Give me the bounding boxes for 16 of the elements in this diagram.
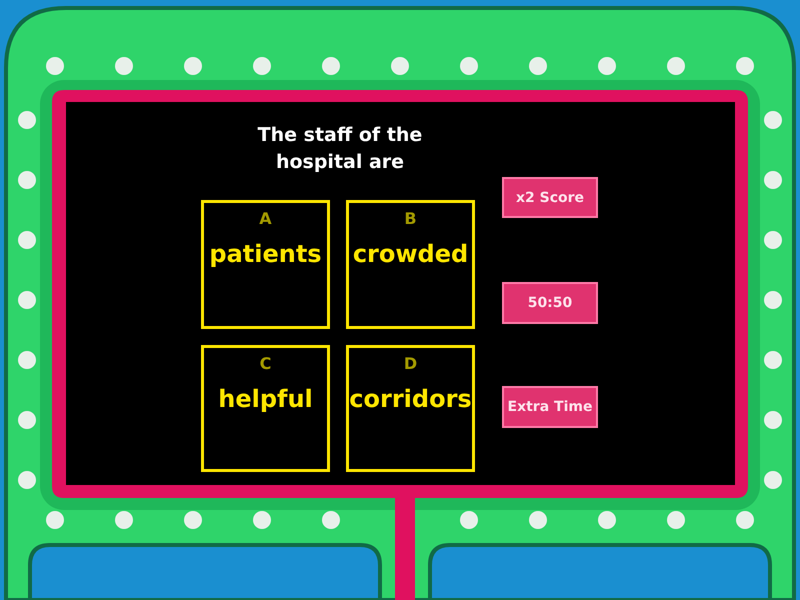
answer-text: helpful: [218, 385, 313, 413]
extra-time-button: Extra Time: [502, 386, 598, 428]
answer-letter: B: [404, 209, 417, 228]
answer-text: corridors: [349, 385, 472, 413]
question-text: The staff of the hospital are: [256, 123, 424, 175]
answer-letter: D: [404, 354, 418, 373]
answer-card: [201, 200, 330, 329]
answer-letter: C: [260, 354, 272, 373]
fifty-fifty-button: 50:50: [502, 282, 598, 324]
answer-letter: A: [259, 209, 272, 228]
answer-text: crowded: [352, 240, 468, 268]
answer-text: patients: [209, 240, 322, 268]
answer-card: [346, 345, 475, 472]
score-boost-button: x2 Score: [502, 177, 598, 218]
answer-card: [201, 345, 330, 472]
answer-card: [346, 200, 475, 329]
